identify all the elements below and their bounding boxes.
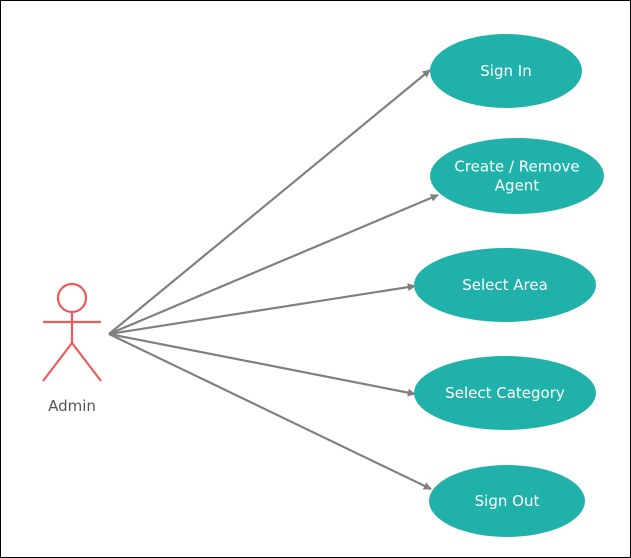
use-case-select-area[interactable]: Select Area: [414, 248, 596, 322]
actor-admin[interactable]: Admin: [42, 282, 102, 415]
use-case-label: Create / Remove: [454, 158, 579, 176]
connector-sign-out: [108, 333, 432, 490]
use-case-ellipse: [430, 138, 604, 214]
use-case-ellipse: [414, 248, 596, 322]
connectors: [108, 69, 439, 490]
use-case-ellipse: [414, 356, 596, 430]
connector-select-area: [108, 283, 416, 336]
connector-create-remove-agent: [108, 193, 439, 336]
use-case-label: Select Area: [462, 276, 548, 294]
use-case-select-category[interactable]: Select Category: [414, 356, 596, 430]
actor-label: Admin: [48, 397, 96, 415]
use-case-sign-in[interactable]: Sign In: [430, 34, 582, 108]
use-case-ellipse: [430, 34, 582, 108]
use-case-label: Sign Out: [475, 492, 540, 510]
connector-select-category: [108, 332, 416, 397]
actor-left-leg: [42, 342, 73, 382]
actor-right-leg: [71, 342, 102, 382]
use-case-label: Sign In: [480, 62, 531, 80]
use-case-label: Select Category: [445, 384, 565, 402]
use-case-ellipse: [429, 465, 585, 537]
connector-sign-in: [108, 69, 431, 335]
use-case-sign-out[interactable]: Sign Out: [429, 465, 585, 537]
use-case-label: Agent: [495, 177, 540, 195]
